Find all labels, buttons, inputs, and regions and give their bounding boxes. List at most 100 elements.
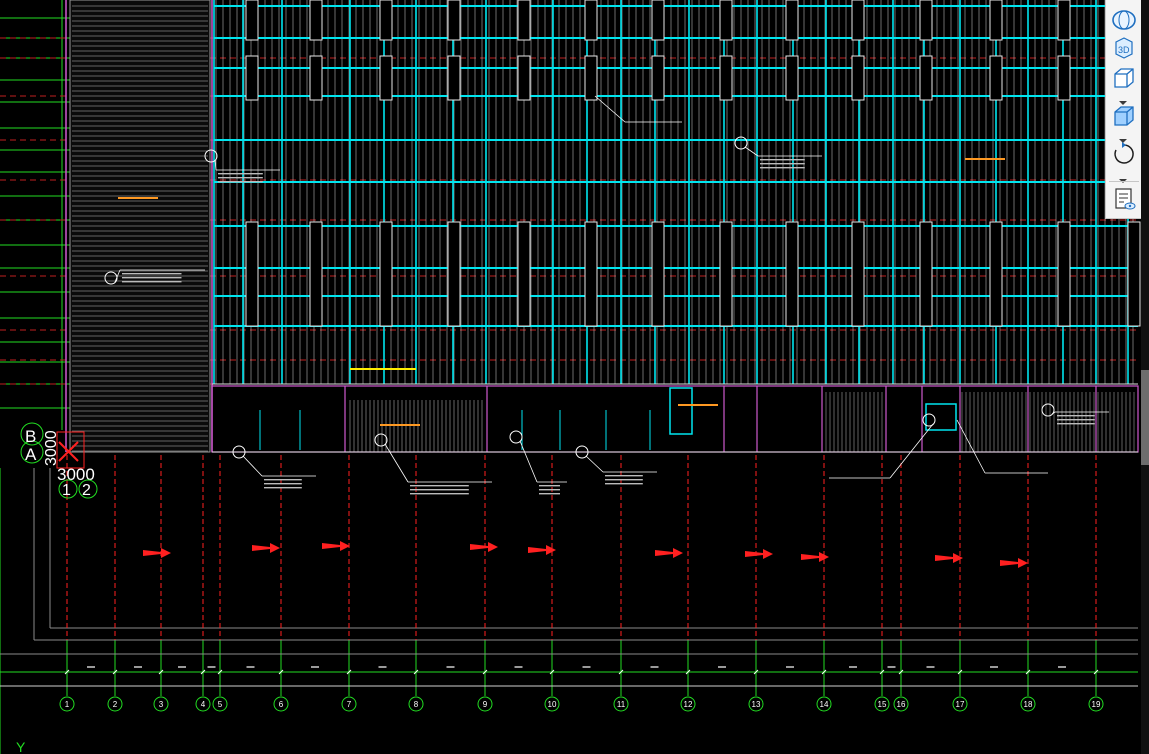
axis-bubble-label: 18	[1024, 700, 1033, 709]
chevron-down-icon[interactable]	[1118, 130, 1128, 143]
axis-bubble	[341, 696, 357, 712]
dimension-text	[514, 666, 523, 668]
axis-bubble	[107, 696, 123, 712]
column-box	[719, 221, 733, 327]
axis-bubble-label: 1	[65, 700, 70, 709]
axis-bubble-label: 19	[1092, 700, 1101, 709]
leader-line	[384, 443, 409, 483]
dimension-text	[887, 666, 896, 668]
note-text-stroke	[539, 485, 560, 487]
axis-bubble	[212, 696, 228, 712]
dimension-text	[207, 666, 216, 668]
note-text-stroke	[264, 487, 302, 489]
leader-circle	[575, 445, 589, 459]
dimension-tick	[413, 669, 419, 675]
axis-bubble-label: 16	[897, 700, 906, 709]
dimension-text	[378, 666, 387, 668]
axis-bubble-label: 9	[483, 700, 488, 709]
rotate-icon[interactable]	[1110, 140, 1138, 168]
dimension-tick	[278, 669, 284, 675]
leader-line	[889, 423, 934, 479]
note-text-stroke	[760, 167, 805, 169]
axis-bubble	[874, 696, 890, 712]
note-text-stroke	[605, 475, 643, 477]
column-box	[1127, 221, 1141, 327]
y-axis-label: Y	[16, 739, 26, 754]
column-box	[1057, 0, 1071, 41]
box-shaded-icon[interactable]	[1110, 102, 1138, 130]
note-text-stroke	[264, 479, 302, 481]
orange-tag	[965, 158, 1005, 160]
note-text-stroke	[218, 181, 263, 183]
note-text-stroke	[218, 177, 263, 179]
dimension-text	[582, 666, 591, 668]
view-cube-icon[interactable]	[1110, 6, 1138, 34]
note-text-stroke	[122, 281, 182, 283]
axis-bubble-label: 5	[218, 700, 223, 709]
red-arrow	[655, 548, 683, 558]
leader-line	[214, 159, 217, 171]
ucs-vertical-dim: 3000	[43, 430, 60, 466]
column-box	[851, 55, 865, 101]
vertical-scrollbar-thumb[interactable]	[1141, 370, 1149, 465]
leader-circle	[509, 430, 523, 444]
axis-bubble	[1088, 696, 1104, 712]
axis-bubble-label: 7	[347, 700, 352, 709]
column-box	[584, 55, 598, 101]
3d-label: 3D	[1118, 45, 1130, 55]
dimension-tick	[1093, 669, 1099, 675]
leader-circle	[374, 433, 388, 447]
dimension-tick	[112, 669, 118, 675]
note-text-stroke	[264, 483, 302, 485]
dimension-tick	[158, 669, 164, 675]
ucs-icon: B A 3000 3000 1 2	[20, 422, 98, 499]
lower-band-frame	[211, 385, 1139, 453]
dimension-text	[1058, 666, 1066, 668]
note-text-stroke	[1057, 419, 1095, 421]
leader-circle	[922, 413, 936, 427]
dimension-text	[990, 666, 998, 668]
note-text-stroke	[539, 493, 560, 495]
column-box	[785, 55, 799, 101]
note-text-stroke	[760, 159, 805, 161]
dimension-text	[926, 666, 935, 668]
axis-bubble	[408, 696, 424, 712]
note-text-stroke	[760, 163, 805, 165]
dimension-tick	[685, 669, 691, 675]
leader-line	[519, 440, 538, 483]
column-box	[989, 55, 1003, 101]
column-box	[379, 55, 393, 101]
column-box	[719, 0, 733, 41]
leader-line	[1051, 411, 1056, 415]
note-text-stroke	[605, 479, 643, 481]
chevron-down-icon[interactable]	[1118, 170, 1128, 183]
dimension-tick	[346, 669, 352, 675]
dimension-tick	[1025, 669, 1031, 675]
leader-line	[242, 455, 263, 477]
axis-bubble	[544, 696, 560, 712]
view-navigation-toolbar: 3D	[1105, 0, 1142, 219]
axis-bubble-label: 8	[414, 700, 419, 709]
axis-bubble-label: 10	[548, 700, 557, 709]
column-box	[651, 0, 665, 41]
leader-line	[594, 95, 626, 123]
chevron-down-icon[interactable]	[1118, 92, 1128, 105]
3d-orbit-icon[interactable]: 3D	[1110, 34, 1138, 62]
dimension-text	[246, 666, 255, 668]
lower-band-panels	[211, 385, 1139, 453]
axis-bubble-label: 12	[684, 700, 693, 709]
leader-line	[744, 146, 759, 157]
dimension-tick	[898, 669, 904, 675]
column-box	[851, 221, 865, 327]
axis-bubble	[477, 696, 493, 712]
view-manager-icon[interactable]	[1110, 185, 1138, 213]
column-box	[245, 55, 259, 101]
column-box	[245, 0, 259, 41]
red-arrow	[935, 553, 963, 563]
column-box	[517, 55, 531, 101]
column-box	[379, 0, 393, 41]
box-view-icon[interactable]	[1110, 64, 1138, 92]
note-text-stroke	[539, 489, 560, 491]
red-arrow	[528, 545, 556, 555]
